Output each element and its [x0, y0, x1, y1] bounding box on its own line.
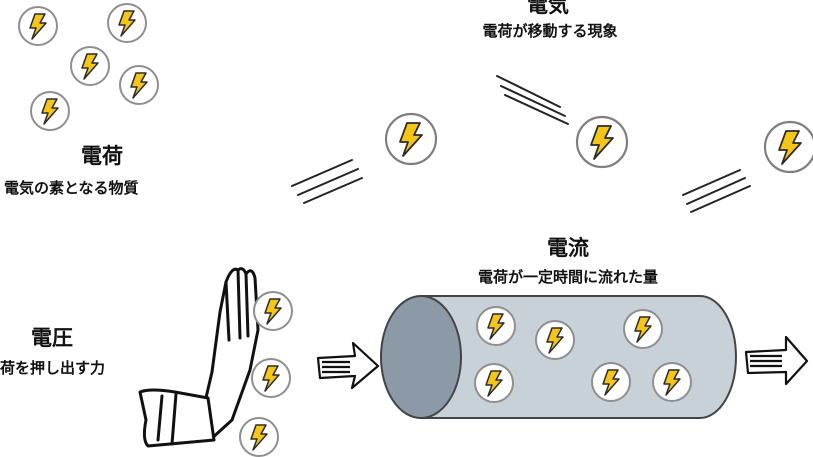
moving-charge-icon	[384, 112, 438, 166]
moving-charge-icon	[575, 115, 629, 169]
flowing-charge-icon	[591, 362, 631, 402]
electricity-description: 電荷が移動する現象	[482, 22, 618, 40]
flowing-charge-icon	[535, 320, 575, 360]
arrow-right-icon	[744, 335, 809, 386]
motion-lines-icon	[291, 75, 751, 213]
moving-charges	[291, 75, 813, 213]
pushed-charge-icon	[251, 358, 291, 398]
charge-description: 電気の素となる物質	[4, 179, 139, 197]
arrow-right-icon	[316, 341, 380, 390]
charge-cluster	[18, 3, 159, 131]
charge-coin-icon	[18, 6, 58, 46]
flowing-charge-icon	[652, 362, 692, 402]
current-description: 電荷が一定時間に流れた量	[477, 268, 659, 286]
pushed-charge-icon	[239, 417, 279, 457]
current-title: 電流	[547, 236, 589, 260]
electricity-title: 電気	[527, 0, 569, 17]
charge-title: 電荷	[81, 144, 123, 168]
moving-charge-icon	[763, 120, 813, 174]
charge-coin-icon	[70, 46, 110, 86]
hand-icon	[138, 267, 260, 448]
pushed-charge-icon	[253, 291, 293, 331]
voltage-title: 電圧	[31, 326, 73, 350]
charge-coin-icon	[119, 65, 159, 105]
flowing-charge-icon	[476, 306, 516, 346]
flowing-charge-icon	[623, 309, 663, 349]
flowing-charge-icon	[474, 363, 514, 403]
voltage-description: 荷を押し出す力	[0, 359, 106, 377]
charge-coin-icon	[30, 91, 70, 131]
charge-coin-icon	[107, 3, 147, 43]
wire-pipe	[380, 295, 737, 419]
